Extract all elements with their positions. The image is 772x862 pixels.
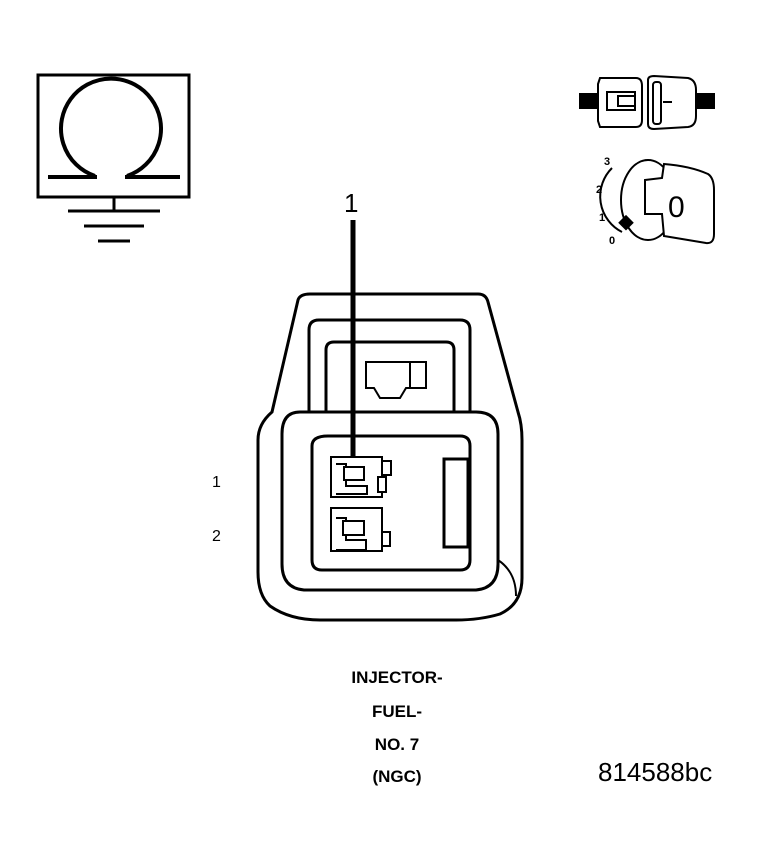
- callout-arrow: [344, 220, 362, 488]
- caption-line-3: NO. 7: [374, 735, 420, 754]
- callout-number: 1: [344, 188, 359, 218]
- ohmmeter-ground-icon: [36, 73, 191, 243]
- pin-label-1: 1: [212, 474, 221, 491]
- pin-label-2: 2: [212, 528, 221, 545]
- figure-id: 814588bc: [598, 757, 713, 787]
- ignition-position-3: 3: [604, 156, 611, 168]
- caption-line-2: FUEL-: [371, 702, 423, 721]
- connector-body: [256, 292, 524, 622]
- connector-pin-2: [330, 507, 391, 552]
- ignition-key-off-icon: [599, 159, 715, 245]
- caption-line-1: INJECTOR-: [351, 668, 443, 687]
- ignition-position-0: 0: [609, 235, 616, 247]
- ignition-position-1: 1: [599, 212, 606, 224]
- ignition-position-2: 2: [596, 184, 603, 196]
- connector-pin-1: [330, 456, 392, 498]
- caption-line-4: (NGC): [372, 767, 422, 786]
- connector-disconnected-icon: [579, 74, 715, 131]
- ignition-key-label: 0: [668, 191, 685, 224]
